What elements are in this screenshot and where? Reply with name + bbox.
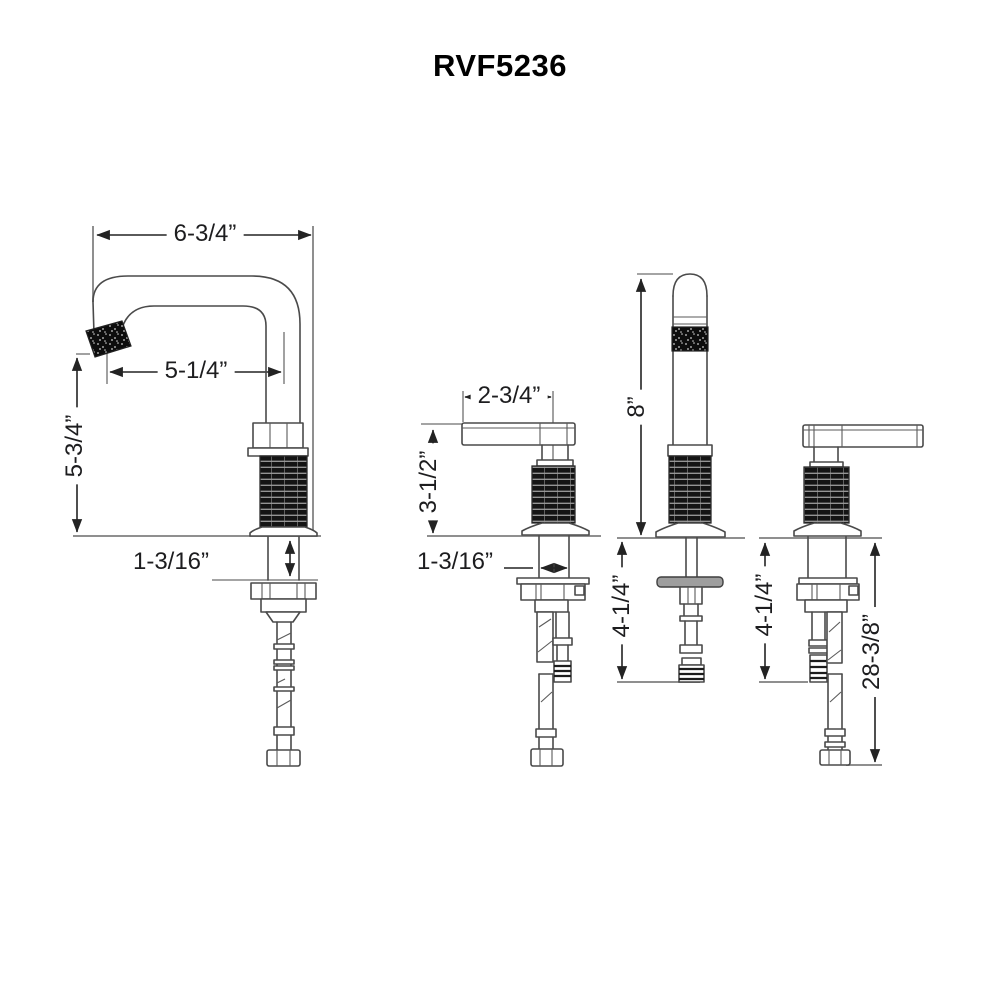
handle-side-view-drawing <box>421 391 601 767</box>
handle-front-view-drawing <box>759 424 924 766</box>
valve-body-knurl <box>668 455 712 524</box>
dim-shank-length-right: 4-1/4” <box>751 566 778 644</box>
lever-handle <box>802 424 924 448</box>
dim-hose-length: 28-3/8” <box>858 606 885 698</box>
mounting-washer <box>656 576 724 588</box>
valve-body-knurl <box>803 466 850 524</box>
valve-body-knurl <box>531 465 576 524</box>
spout-front-view-drawing <box>616 273 745 683</box>
dim-handle-length: 2-3/4” <box>470 383 548 409</box>
valve-body-knurl <box>259 455 308 528</box>
dim-deck-thickness-left: 1-3/16” <box>132 548 210 575</box>
aerator-tip <box>85 320 132 358</box>
spout-badge-band <box>671 326 709 352</box>
dim-shank-width-middle: 1-3/16” <box>416 548 494 575</box>
dim-spout-column-height: 8” <box>623 389 650 425</box>
dim-spout-reach: 5-1/4” <box>157 358 235 384</box>
spout-side-view-drawing <box>71 226 321 767</box>
model-number-title: RVF5236 <box>433 48 567 83</box>
dim-handle-height: 3-1/2” <box>415 443 442 521</box>
lever-handle <box>461 422 576 446</box>
dim-spout-height: 5-3/4” <box>61 407 88 485</box>
dim-shank-length-center: 4-1/4” <box>608 567 635 645</box>
dim-spout-width: 6-3/4” <box>166 221 244 247</box>
